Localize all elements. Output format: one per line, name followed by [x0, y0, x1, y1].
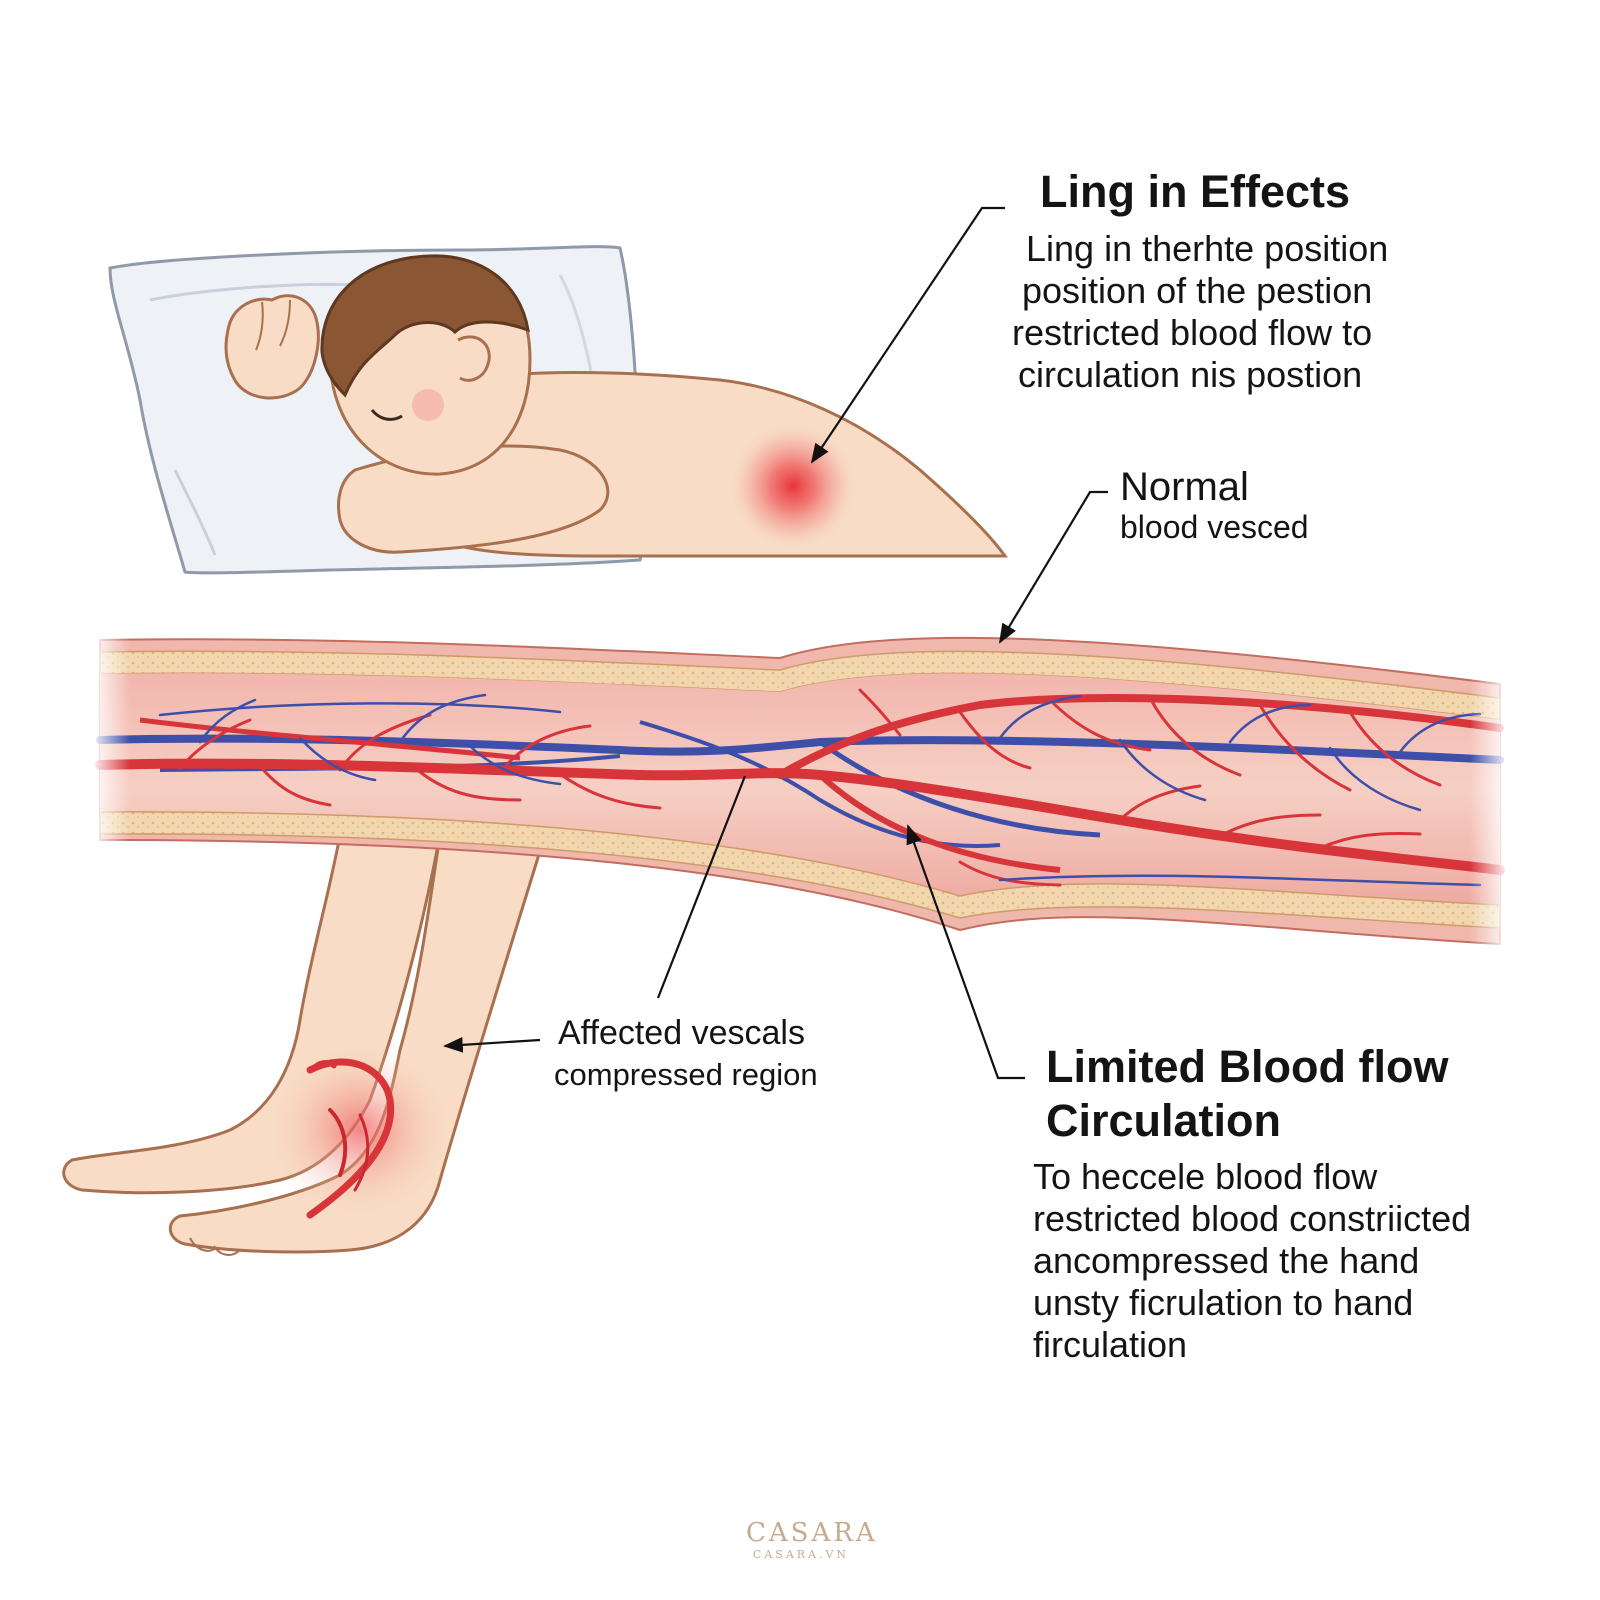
leader-lines [443, 206, 1108, 1080]
leg-inflammation [265, 1040, 455, 1220]
callout-bottom-title: Limited Blood flow Circulation [1046, 1040, 1448, 1148]
callout-normal-line2: blood vesced [1120, 509, 1309, 545]
callout-bottom-title-line: Circulation [1046, 1095, 1282, 1146]
callout-top-line: Ling in therhte position [1026, 228, 1389, 269]
legs [62, 833, 548, 1256]
callout-bottom-line: ancompressed the hand [1033, 1240, 1420, 1281]
callout-bottom-line: firculation [1033, 1324, 1188, 1365]
callout-bottom-line: To heccele blood flow [1033, 1156, 1378, 1197]
watermark-logo: CASARA CASARA.VN [746, 1518, 878, 1562]
callout-affected-line1: Affected vescals [558, 1014, 805, 1052]
callout-bottom-line: unsty ficrulation to hand [1033, 1282, 1414, 1323]
callout-top-body: Ling in therhte position position of the… [1012, 228, 1388, 396]
callout-top-title: Ling in Effects [1040, 166, 1351, 217]
watermark-sub: CASARA.VN [752, 1548, 850, 1561]
callout-normal-line1: Normal [1120, 465, 1249, 509]
callout-bottom-title-line: Limited Blood flow [1046, 1041, 1449, 1092]
callout-top-line: restricted blood flow to [1012, 312, 1373, 353]
callout-top-line: position of the pestion [1022, 270, 1373, 311]
callout-top-line: circulation nis postion [1018, 354, 1363, 395]
leader-top [810, 206, 1005, 464]
pressure-hotspot [729, 422, 857, 550]
leader-bottom [906, 824, 1025, 1080]
callout-bottom-body: To heccele blood flow restricted blood c… [1033, 1156, 1471, 1366]
sleeping-person [224, 254, 1008, 558]
callout-bottom-line: restricted blood constriicted [1033, 1198, 1472, 1239]
leader-normal [998, 490, 1108, 644]
vessel-cross-section [90, 620, 1510, 960]
callout-affected-line2: compressed region [554, 1057, 818, 1092]
leader-affected-arrow [443, 1036, 541, 1053]
watermark-main: CASARA [746, 1518, 878, 1548]
leader-affected-line [656, 775, 747, 999]
